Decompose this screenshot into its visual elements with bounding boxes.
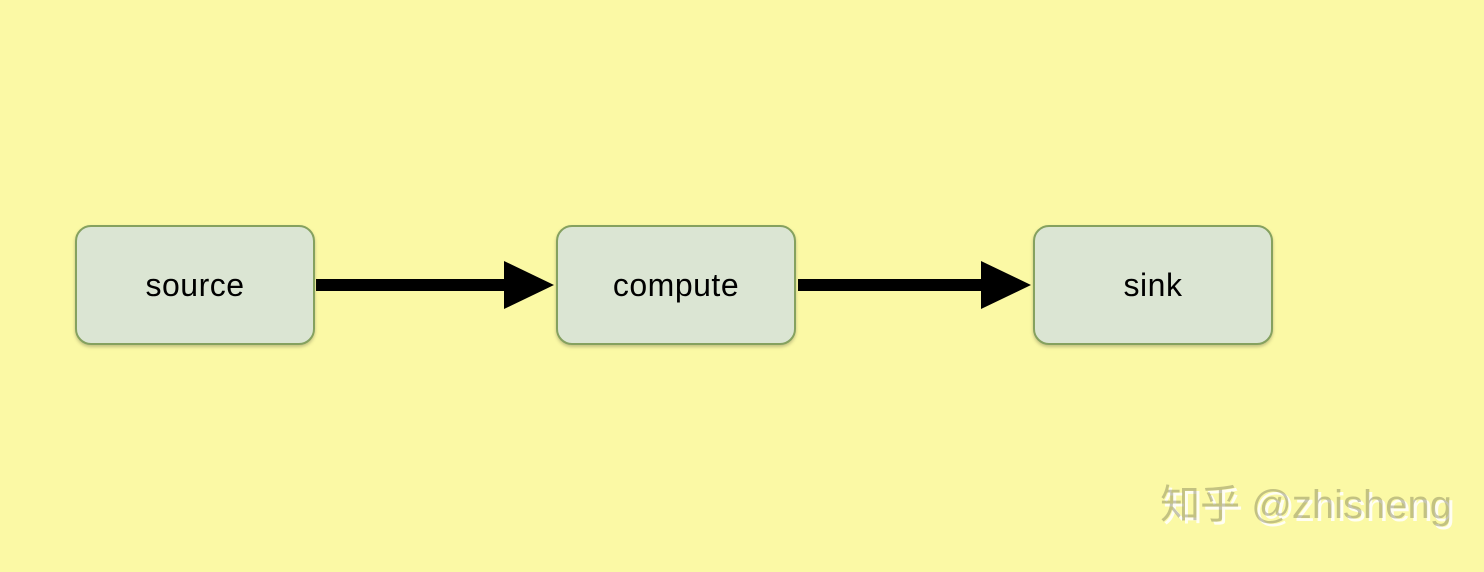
node-compute: compute xyxy=(556,225,796,345)
node-source-label: source xyxy=(145,266,245,303)
node-sink-label: sink xyxy=(1123,266,1183,303)
node-source: source xyxy=(75,225,315,345)
node-compute-label: compute xyxy=(612,266,740,303)
arrowhead-icon xyxy=(504,261,554,309)
arrow-source-to-compute xyxy=(316,261,554,309)
arrow-compute-to-sink xyxy=(798,261,1031,309)
watermark: 知乎 @zhisheng xyxy=(1160,483,1452,527)
node-sink: sink xyxy=(1033,225,1273,345)
arrowhead-icon xyxy=(981,261,1031,309)
